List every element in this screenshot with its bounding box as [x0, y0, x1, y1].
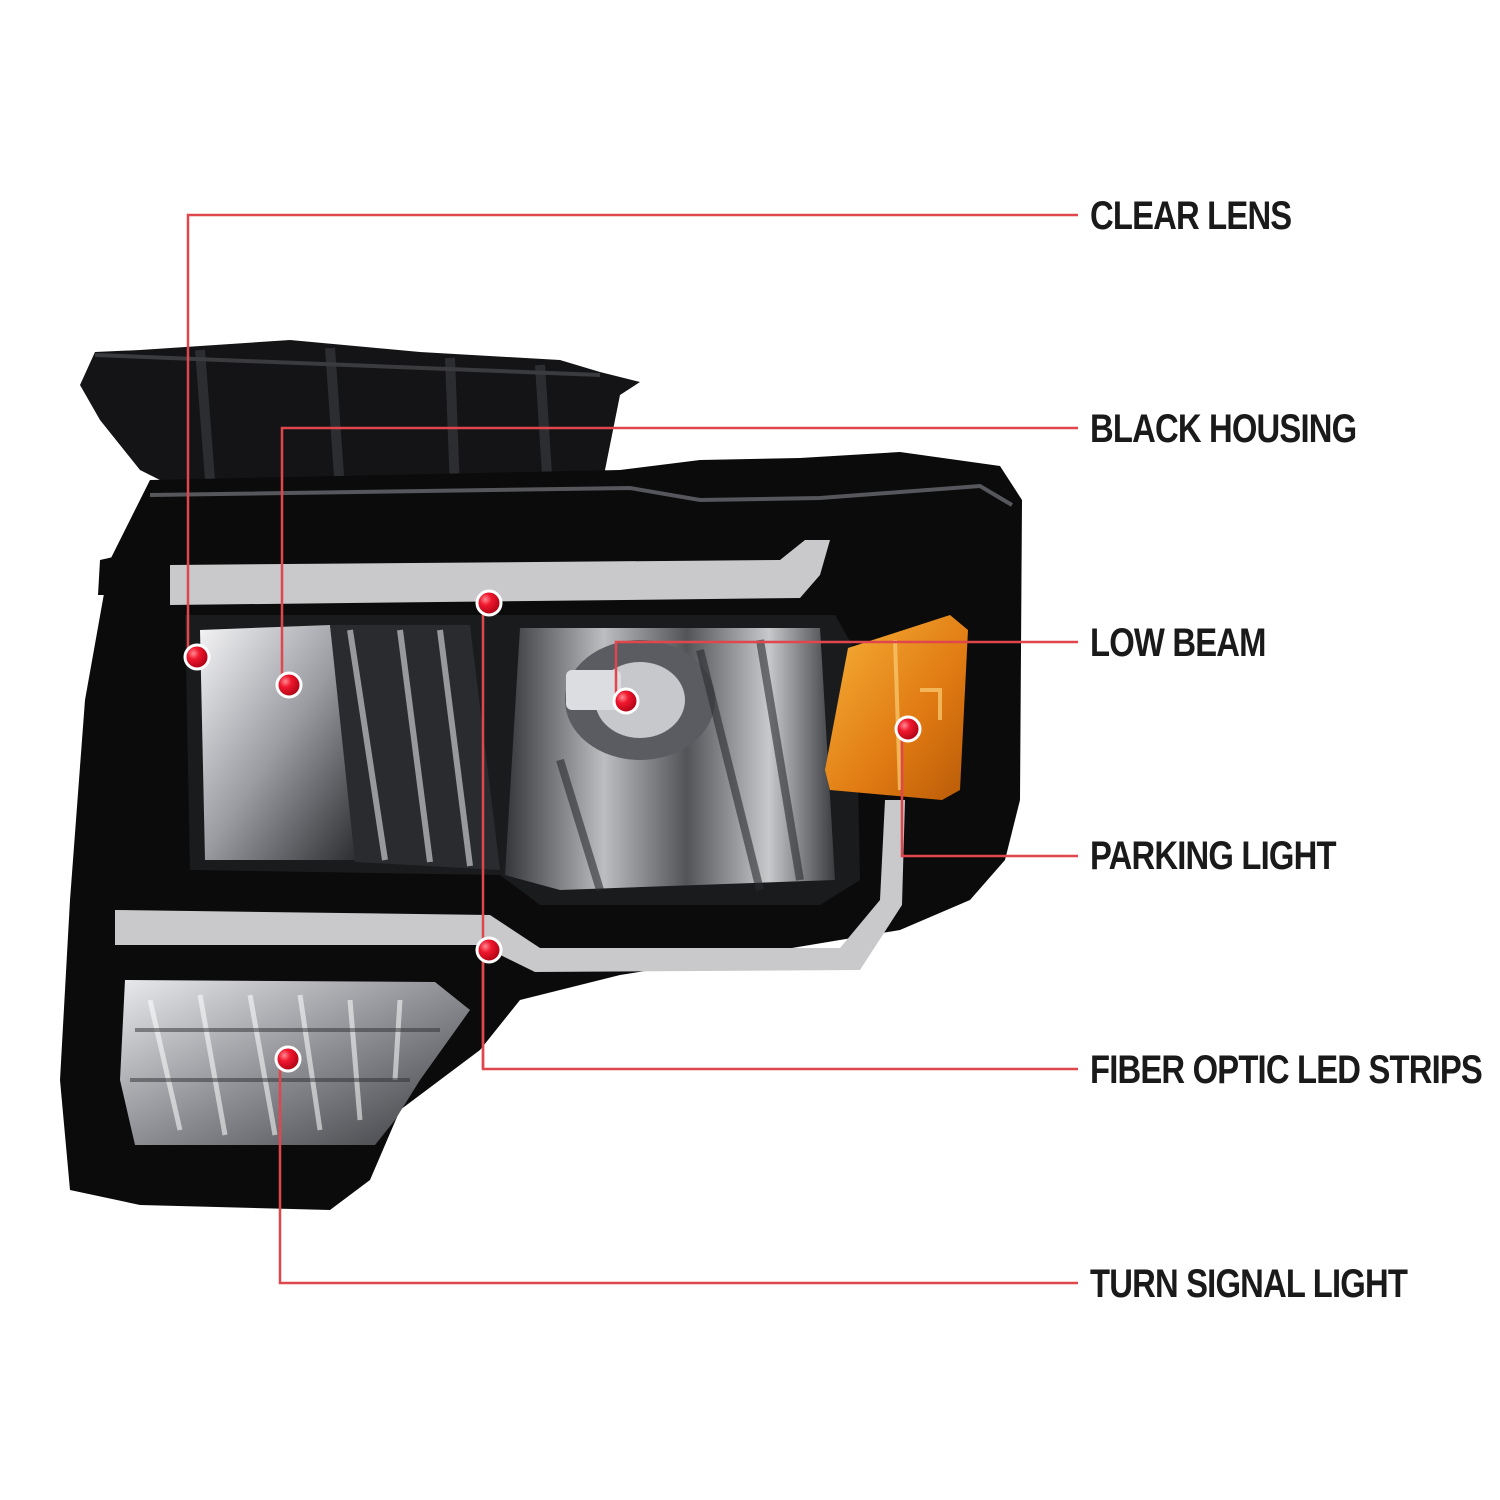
led-strip-lower [115, 800, 905, 972]
leader-turn-signal [278, 1059, 1078, 1285]
callout-label-fiber-optic-led-strips: FIBER OPTIC LED STRIPS [1090, 1048, 1483, 1092]
callout-label-low-beam: LOW BEAM [1090, 621, 1266, 665]
callout-label-turn-signal-light: TURN SIGNAL LIGHT [1090, 1262, 1408, 1306]
leader-lines [186, 213, 1078, 1285]
leader-parking-light [900, 727, 1078, 858]
led-strip-upper [170, 540, 830, 605]
marker-clear-lens [183, 643, 211, 671]
mounting-bracket [80, 340, 640, 500]
marker-low-beam [612, 687, 640, 715]
callout-label-parking-light: PARKING LIGHT [1090, 834, 1336, 878]
marker-led-strip-lower [475, 936, 503, 964]
leader-black-housing [280, 426, 1078, 683]
marker-parking-light [894, 715, 922, 743]
callout-label-clear-lens: CLEAR LENS [1090, 194, 1292, 238]
leader-clear-lens [186, 213, 1078, 655]
marker-turn-signal [274, 1045, 302, 1073]
marker-led-strip-upper [475, 589, 503, 617]
callout-label-black-housing: BLACK HOUSING [1090, 407, 1357, 451]
leader-low-beam [614, 640, 1078, 700]
marker-black-housing [275, 671, 303, 699]
headlight-body [60, 340, 1022, 1210]
marker-dots [183, 589, 922, 1073]
